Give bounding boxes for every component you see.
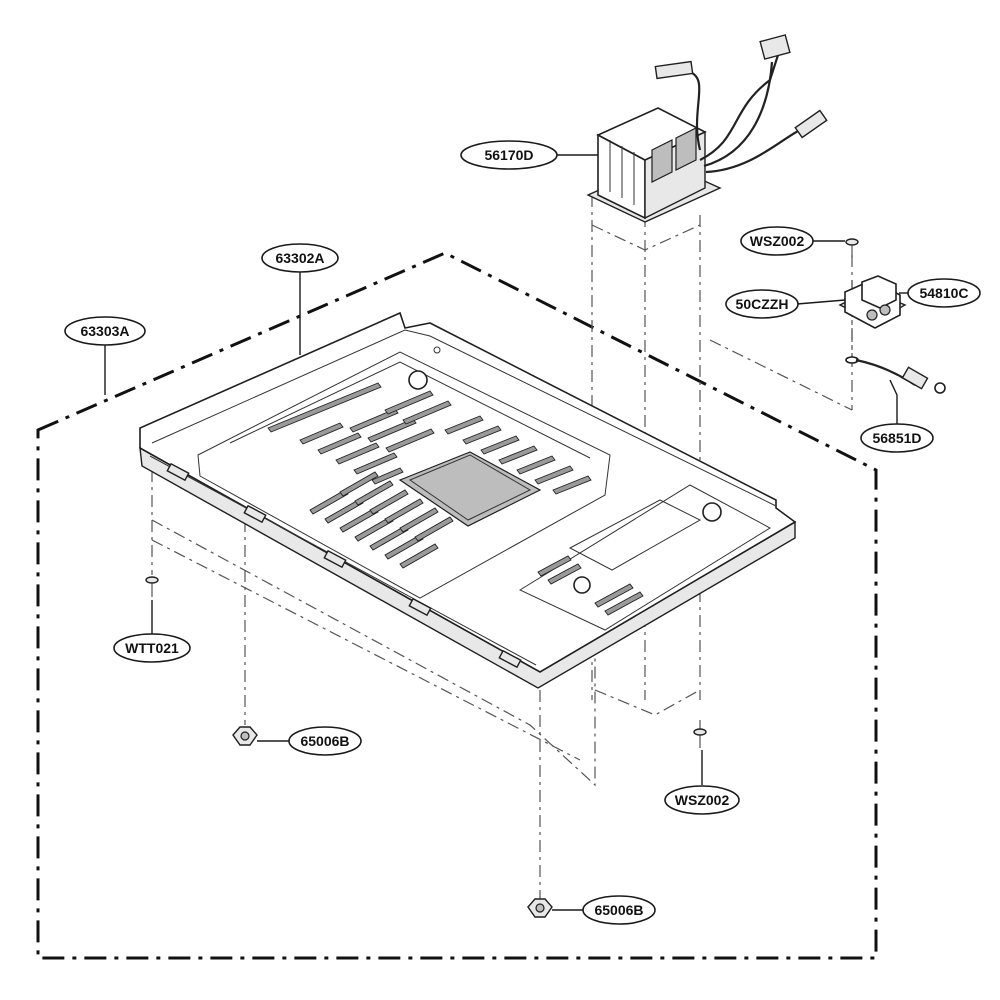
foot-left	[232, 726, 258, 746]
callout-transformer: 56170D	[460, 140, 558, 170]
leader-lines	[104, 154, 908, 911]
base-plate	[139, 311, 797, 689]
power-connector	[838, 275, 907, 329]
callout-connector: 54810C	[907, 278, 981, 308]
transformer	[586, 107, 722, 223]
svg-text:65006B: 65006B	[594, 902, 643, 918]
ground-wire	[845, 356, 946, 394]
callout-ground-wire: 56851D	[860, 423, 934, 453]
svg-text:63303A: 63303A	[80, 323, 129, 339]
assembly-boundary	[36, 251, 878, 960]
svg-text:WSZ002: WSZ002	[750, 233, 805, 249]
foot-bottom	[527, 898, 553, 918]
svg-text:50CZZH: 50CZZH	[736, 296, 789, 312]
callout-screw-left: WTT021	[113, 633, 191, 663]
screw-left	[145, 576, 159, 597]
wire-connector-right	[794, 109, 828, 139]
screw-top	[845, 238, 859, 258]
svg-text:63302A: 63302A	[275, 250, 324, 266]
callout-foot-left: 65006B	[288, 726, 362, 756]
transformer-wires	[654, 34, 828, 174]
screw-bottom	[693, 728, 707, 748]
svg-text:56851D: 56851D	[872, 430, 921, 446]
svg-text:WTT021: WTT021	[125, 640, 179, 656]
svg-text:56170D: 56170D	[484, 147, 533, 163]
callout-base-assembly: 63303A	[64, 316, 146, 346]
svg-text:54810C: 54810C	[919, 285, 968, 301]
callout-screw-top: WSZ002	[740, 226, 814, 256]
vent-slots	[267, 382, 644, 616]
mesh-vent	[398, 451, 542, 527]
svg-text:65006B: 65006B	[300, 733, 349, 749]
callout-foot-bottom: 65006B	[582, 895, 656, 925]
callout-connector-body: 50CZZH	[725, 289, 799, 319]
callout-base-plate: 63302A	[261, 243, 339, 273]
wire-connector-top	[759, 34, 791, 60]
wire-connector-left	[654, 60, 694, 80]
callout-screw-bottom: WSZ002	[664, 785, 740, 815]
svg-text:WSZ002: WSZ002	[675, 792, 730, 808]
